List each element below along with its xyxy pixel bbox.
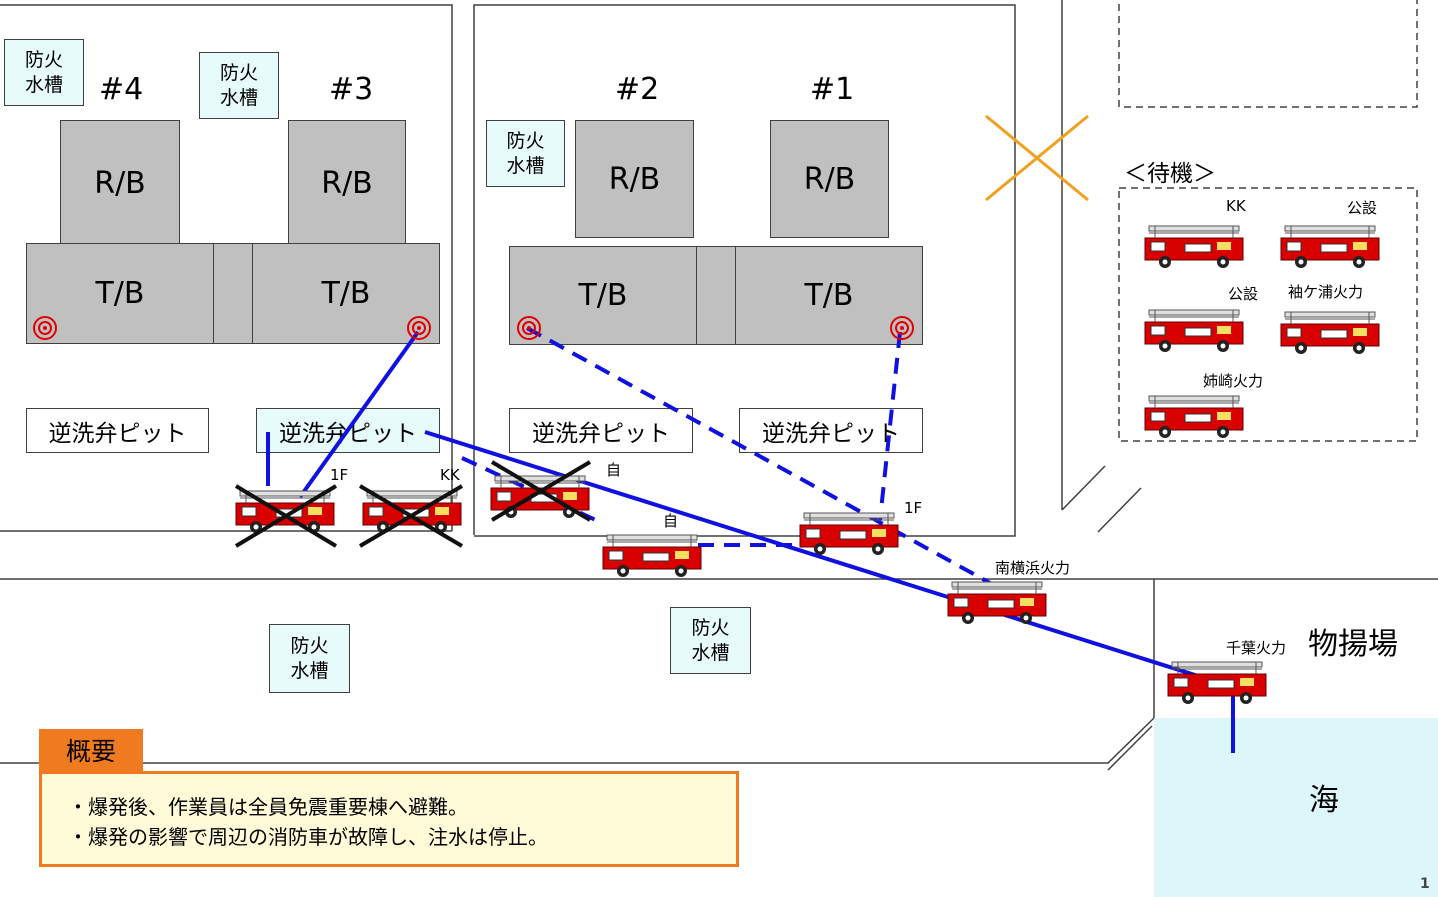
fire-water-tank: 防火水槽: [4, 39, 84, 106]
unit-3-label: #3: [329, 72, 374, 107]
left-site-boundary: [0, 4, 453, 531]
page-number: 1: [1420, 876, 1430, 892]
fire-truck-icon: [799, 512, 899, 556]
fire-water-tank: 防火水槽: [199, 52, 279, 119]
turbine-building-4: T/B: [26, 243, 214, 344]
fire-water-tank: 防火水槽: [670, 607, 751, 674]
backwash-valve-pit-4: 逆洗弁ピット: [26, 408, 209, 453]
fire-truck-icon: [602, 534, 702, 578]
hose-line-dashed: [878, 331, 902, 521]
reactor-building-4: R/B: [60, 120, 180, 247]
summary-line-2: ・爆発の影響で周辺の消防車が故障し、注水は停止。: [68, 825, 548, 849]
road-bottom-edge: [0, 717, 1155, 764]
fire-truck-icon: [1144, 395, 1244, 439]
standby-label-anegasaki: 姉崎火力: [1203, 372, 1264, 390]
truck-label-minami-yokohama: 南横浜火力: [995, 559, 1071, 577]
standby-label-public-2: 公設: [1228, 285, 1259, 303]
fire-water-tank: 防火水槽: [269, 624, 350, 693]
hose-line-main: [424, 430, 1234, 689]
unit-2-label: #2: [615, 72, 660, 107]
standby-label-sodegaura: 袖ケ浦火力: [1288, 283, 1364, 301]
truck-label-own-2: 自: [663, 512, 679, 530]
hose-line-dashed: [526, 326, 991, 585]
standby-area: [1118, 187, 1418, 442]
truck-label-chiba: 千葉火力: [1226, 639, 1287, 657]
truck-label-1f-2: 1F: [904, 499, 923, 517]
unit-1-label: #1: [810, 72, 855, 107]
reactor-building-2: R/B: [575, 120, 694, 238]
standby-title: ＜待機＞: [1124, 161, 1216, 187]
fire-water-tank: 防火水槽: [486, 120, 565, 187]
upper-dashed-area: [1118, 0, 1418, 108]
standby-label-kk: KK: [1226, 197, 1246, 215]
sea-label: 海: [1309, 783, 1339, 818]
truck-label-kk: KK: [440, 466, 460, 484]
fire-truck-icon: [1167, 661, 1267, 705]
summary-tab: 概要: [39, 729, 143, 771]
unloading-wharf-label: 物揚場: [1308, 627, 1398, 662]
reactor-building-1: R/B: [770, 120, 889, 238]
summary-box: ・爆発後、作業員は全員免震重要棟へ避難。 ・爆発の影響で周辺の消防車が故障し、注…: [39, 771, 739, 867]
standby-label-public-1: 公設: [1347, 199, 1378, 217]
backwash-valve-pit-2: 逆洗弁ピット: [509, 408, 693, 453]
turbine-connector-1-2: [696, 246, 736, 345]
injection-point-icon: [33, 316, 57, 340]
injection-point-icon: [890, 316, 914, 340]
fire-truck-icon: [1280, 225, 1380, 269]
reactor-building-3: R/B: [288, 120, 406, 247]
fire-truck-icon: [947, 581, 1047, 625]
unit-4-label: #4: [99, 72, 144, 107]
fire-truck-icon: [1280, 311, 1380, 355]
injection-point-icon: [517, 316, 541, 340]
fire-truck-icon: [1144, 225, 1244, 269]
truck-label-own-1: 自: [606, 461, 622, 479]
truck-label-1f: 1F: [330, 466, 349, 484]
hose-line: [298, 330, 420, 499]
fire-truck-icon: [1144, 309, 1244, 353]
injection-point-icon: [407, 316, 431, 340]
summary-line-1: ・爆発後、作業員は全員免震重要棟へ避難。: [68, 795, 468, 819]
sea-area: [1154, 718, 1438, 897]
